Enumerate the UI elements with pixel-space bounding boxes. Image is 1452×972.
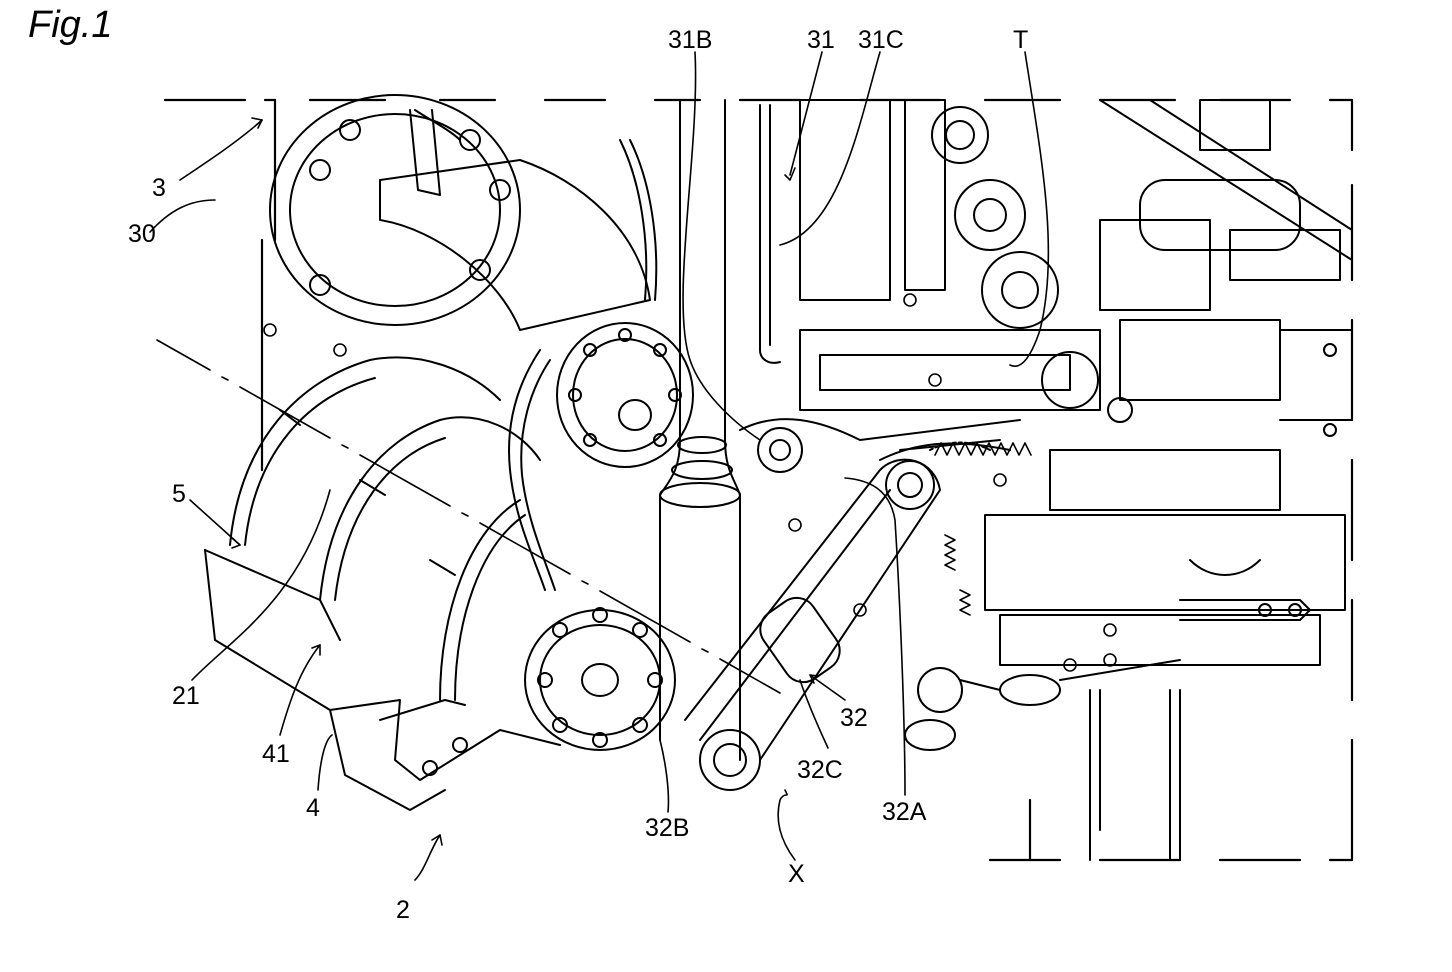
lower-plungers	[905, 600, 1310, 860]
label-32B: 32B	[645, 816, 689, 841]
label-32A: 32A	[882, 800, 926, 825]
drum-stack	[230, 357, 540, 700]
label-5: 5	[172, 482, 186, 507]
label-32C: 32C	[797, 758, 843, 783]
label-31B: 31B	[668, 28, 712, 53]
spring-coils	[935, 443, 1031, 615]
lever-arm	[685, 460, 940, 790]
label-T: T	[1013, 28, 1028, 53]
dashed-frame	[165, 100, 1352, 860]
label-41: 41	[262, 742, 290, 767]
label-31: 31	[807, 28, 835, 53]
upper-flange	[557, 323, 693, 467]
motor-flange	[270, 95, 520, 325]
support-bracket	[205, 550, 560, 810]
label-2: 2	[396, 898, 410, 923]
lower-flange	[525, 608, 675, 750]
label-31C: 31C	[858, 28, 904, 53]
label-30: 30	[128, 222, 156, 247]
motor-cylinder	[380, 110, 650, 330]
right-machinery	[800, 100, 1352, 665]
label-3: 3	[152, 176, 166, 201]
label-4: 4	[306, 796, 320, 821]
label-32: 32	[840, 706, 868, 731]
label-21: 21	[172, 684, 200, 709]
label-X: X	[788, 862, 805, 887]
